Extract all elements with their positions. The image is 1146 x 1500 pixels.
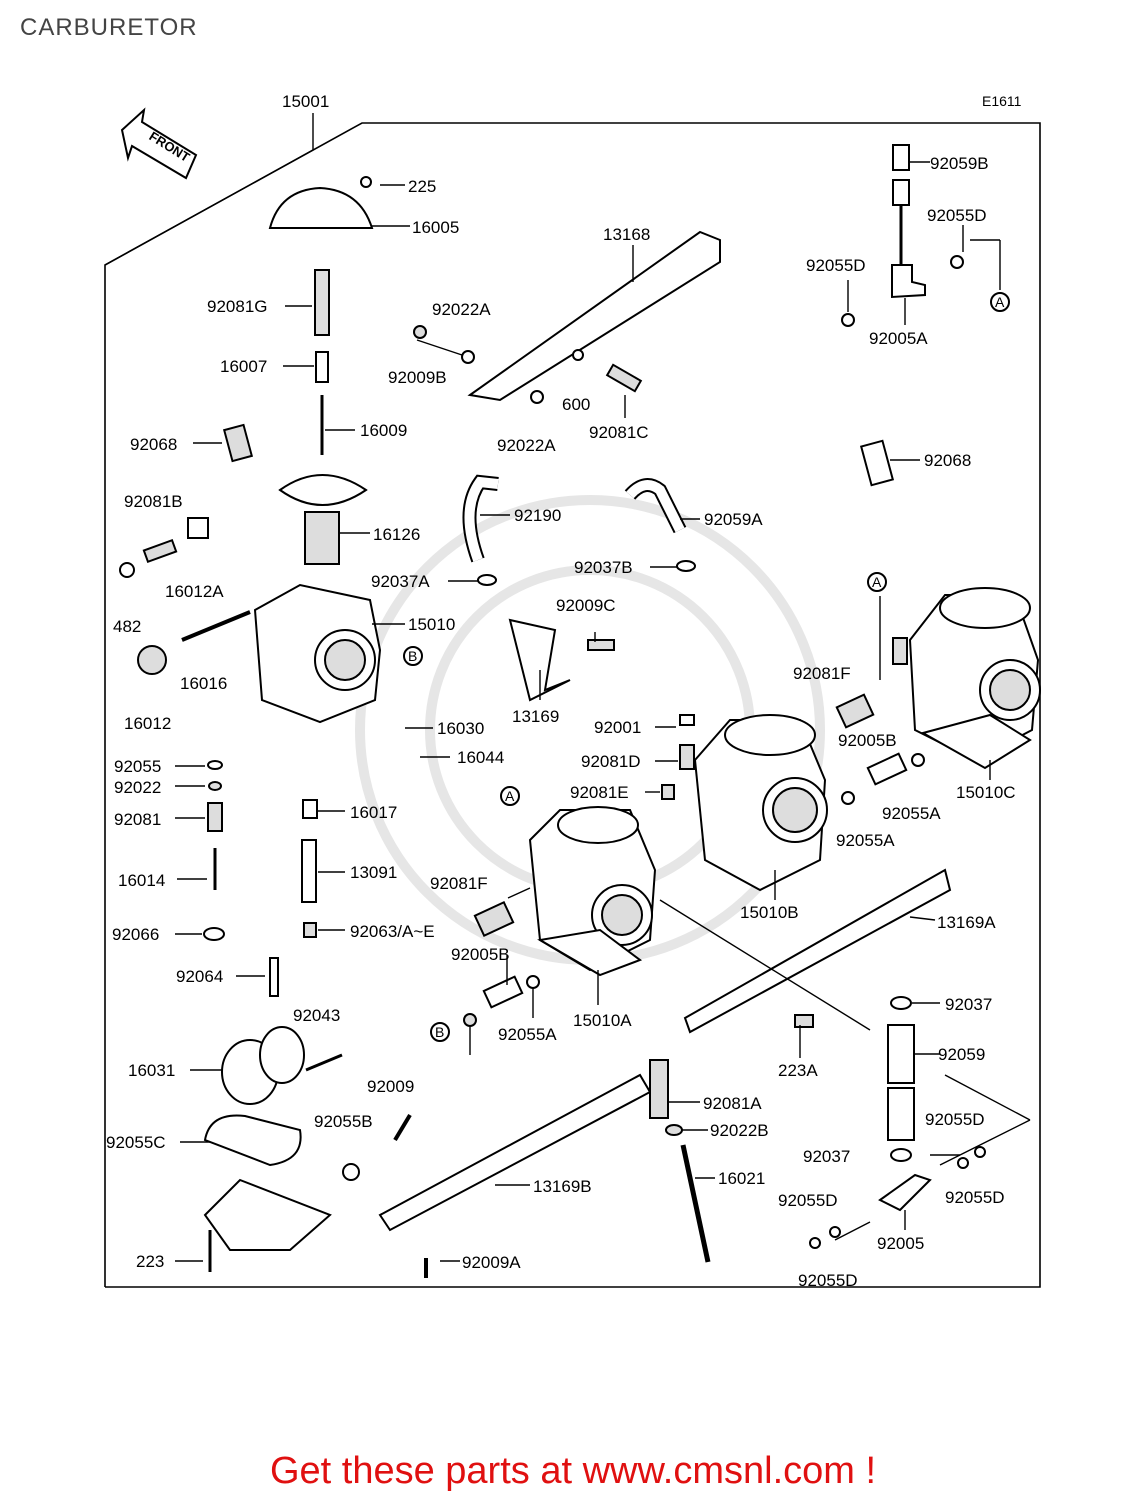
part-label-92081g[interactable]: 92081G <box>207 297 268 316</box>
part-label-92081b[interactable]: 92081B <box>124 492 183 511</box>
part-label-92081e[interactable]: 92081E <box>570 783 629 802</box>
part-label-92055[interactable]: 92055 <box>114 757 161 776</box>
part-label-92055d-bottom[interactable]: 92055D <box>798 1271 858 1290</box>
part-label-92068-right[interactable]: 92068 <box>924 451 971 470</box>
diagram-frame <box>104 122 1041 1288</box>
parts-drawings <box>119 144 1041 1278</box>
part-label-92081[interactable]: 92081 <box>114 810 161 829</box>
part-label-92005[interactable]: 92005 <box>877 1234 924 1253</box>
part-label-223a[interactable]: 223A <box>778 1061 818 1080</box>
part-label-16044[interactable]: 16044 <box>457 748 504 767</box>
part-label-92190[interactable]: 92190 <box>514 506 561 525</box>
part-label-92055a-center[interactable]: 92055A <box>498 1025 557 1044</box>
part-label-16031[interactable]: 16031 <box>128 1061 175 1080</box>
part-label-92022[interactable]: 92022 <box>114 778 161 797</box>
part-label-92009c[interactable]: 92009C <box>556 596 616 615</box>
part-label-92055a-middle[interactable]: 92055A <box>836 831 895 850</box>
part-label-223[interactable]: 223 <box>136 1252 164 1271</box>
part-label-15010a[interactable]: 15010A <box>573 1011 632 1030</box>
part-label-92081a[interactable]: 92081A <box>703 1094 762 1113</box>
footer-promo-link[interactable]: Get these parts at www.cmsnl.com ! <box>269 1450 877 1492</box>
callout-a-top: A <box>995 294 1005 310</box>
part-label-16009[interactable]: 16009 <box>360 421 407 440</box>
part-label-92055d-top-right[interactable]: 92055D <box>927 206 987 225</box>
part-label-15010[interactable]: 15010 <box>408 615 455 634</box>
part-label-92009[interactable]: 92009 <box>367 1077 414 1096</box>
part-label-92068-left[interactable]: 92068 <box>130 435 177 454</box>
part-label-92059a[interactable]: 92059A <box>704 510 763 529</box>
part-label-16021[interactable]: 16021 <box>718 1169 765 1188</box>
part-label-92055d-top-left[interactable]: 92055D <box>806 256 866 275</box>
callout-a-right: A <box>872 574 882 590</box>
part-label-92043[interactable]: 92043 <box>293 1006 340 1025</box>
part-label-13091[interactable]: 13091 <box>350 863 397 882</box>
part-label-92022a-bottom[interactable]: 92022A <box>497 436 556 455</box>
part-label-92081c[interactable]: 92081C <box>589 423 649 442</box>
front-arrow-icon: FRONT <box>120 107 198 180</box>
part-label-92001[interactable]: 92001 <box>594 718 641 737</box>
part-label-92037a[interactable]: 92037A <box>371 572 430 591</box>
part-label-92064[interactable]: 92064 <box>176 967 223 986</box>
page-title: CARBURETOR <box>20 14 198 41</box>
part-label-92022b[interactable]: 92022B <box>710 1121 769 1140</box>
part-label-13169[interactable]: 13169 <box>512 707 559 726</box>
part-label-92081f-center[interactable]: 92081F <box>430 874 488 893</box>
part-label-92005a[interactable]: 92005A <box>869 329 928 348</box>
part-label-92037-upper[interactable]: 92037 <box>945 995 992 1014</box>
part-label-92022a-top[interactable]: 92022A <box>432 300 491 319</box>
part-label-600[interactable]: 600 <box>562 395 590 414</box>
part-label-92081f-right[interactable]: 92081F <box>793 664 851 683</box>
part-label-15010c[interactable]: 15010C <box>956 783 1016 802</box>
part-label-92055d-left[interactable]: 92055D <box>778 1191 838 1210</box>
part-label-15001[interactable]: 15001 <box>282 92 329 111</box>
part-label-92055d-mid[interactable]: 92055D <box>925 1110 985 1129</box>
part-label-16014[interactable]: 16014 <box>118 871 165 890</box>
callout-circle-a-right <box>867 572 887 592</box>
part-label-16030[interactable]: 16030 <box>437 719 484 738</box>
part-label-92005b-center[interactable]: 92005B <box>451 945 510 964</box>
part-label-92063-a-e[interactable]: 92063/A~E <box>350 922 435 941</box>
callout-circle-b-bottom <box>430 1022 450 1042</box>
part-label-482[interactable]: 482 <box>113 617 141 636</box>
callout-circle-b-left <box>403 646 423 666</box>
part-label-92055b[interactable]: 92055B <box>314 1112 373 1131</box>
part-label-92005b-right[interactable]: 92005B <box>838 731 897 750</box>
part-label-92059[interactable]: 92059 <box>938 1045 985 1064</box>
diagram-code: E1611 <box>982 93 1022 109</box>
part-label-92037b[interactable]: 92037B <box>574 558 633 577</box>
part-label-16017[interactable]: 16017 <box>350 803 397 822</box>
part-label-92081d[interactable]: 92081D <box>581 752 641 771</box>
part-label-92066[interactable]: 92066 <box>112 925 159 944</box>
callout-circle-a-top <box>990 292 1010 312</box>
part-label-13169b[interactable]: 13169B <box>533 1177 592 1196</box>
part-label-92009b[interactable]: 92009B <box>388 368 447 387</box>
callout-circle-a-center <box>500 786 520 806</box>
leader-lines <box>104 113 1031 1262</box>
callout-b-bottom: B <box>435 1024 444 1040</box>
part-label-92055d-right[interactable]: 92055D <box>945 1188 1005 1207</box>
part-label-16007[interactable]: 16007 <box>220 357 267 376</box>
part-label-225[interactable]: 225 <box>408 177 436 196</box>
part-label-16016[interactable]: 16016 <box>180 674 227 693</box>
part-labels: 15001 225 16005 92081G 16007 16009 92068… <box>106 92 1016 1290</box>
part-label-13168[interactable]: 13168 <box>603 225 650 244</box>
part-label-92055a-right[interactable]: 92055A <box>882 804 941 823</box>
part-label-92037-lower[interactable]: 92037 <box>803 1147 850 1166</box>
part-label-16012[interactable]: 16012 <box>124 714 171 733</box>
part-label-92059b[interactable]: 92059B <box>930 154 989 173</box>
part-label-16126[interactable]: 16126 <box>373 525 420 544</box>
part-label-92055c[interactable]: 92055C <box>106 1133 166 1152</box>
part-label-92009a[interactable]: 92009A <box>462 1253 521 1272</box>
part-label-13169a[interactable]: 13169A <box>937 913 996 932</box>
part-label-15010b[interactable]: 15010B <box>740 903 799 922</box>
callout-b-left: B <box>408 648 417 664</box>
part-label-16012a[interactable]: 16012A <box>165 582 224 601</box>
part-label-16005[interactable]: 16005 <box>412 218 459 237</box>
callout-markers: B A B A A <box>403 292 1010 1042</box>
callout-a-center: A <box>505 788 515 804</box>
exploded-parts-diagram: FRONT E1611 <box>104 92 1041 1290</box>
